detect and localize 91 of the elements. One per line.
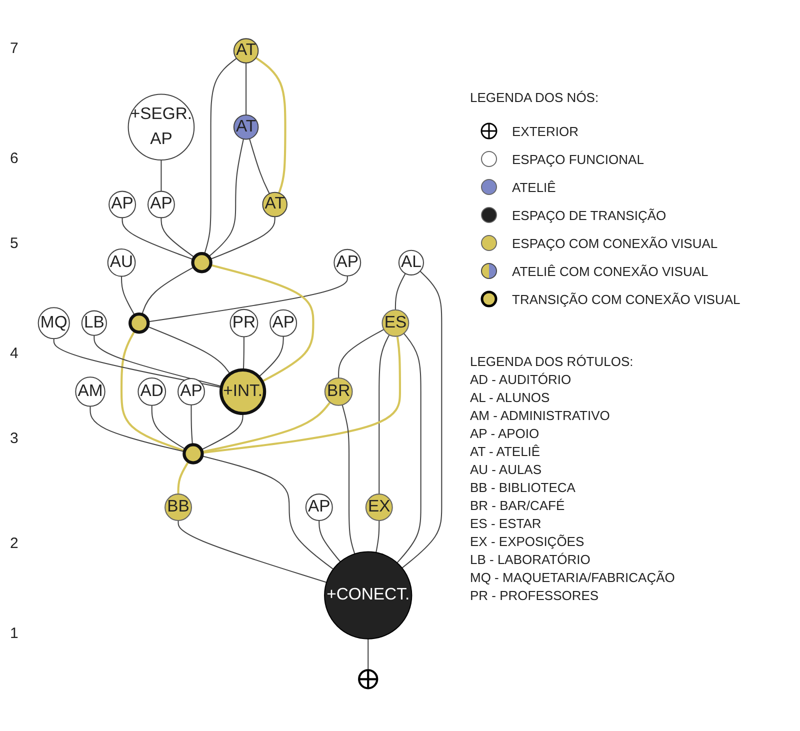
connector (402, 270, 442, 568)
connector (142, 266, 194, 315)
connector (202, 402, 331, 453)
legend-label: EXTERIOR (512, 124, 578, 138)
connector (246, 62, 247, 115)
legend-heading: LEGENDA DOS RÓTULOS: (470, 353, 634, 371)
level-number: 2 (10, 535, 18, 552)
node-circle: AP (108, 190, 136, 218)
node-circle: +CONECT. (324, 551, 412, 640)
node-circle: LB (81, 310, 107, 336)
connector (120, 330, 185, 452)
node-circle (128, 312, 150, 334)
connector (148, 276, 348, 322)
node-circle: BR (324, 378, 353, 406)
abbreviation-entry: ES - ESTAR (470, 515, 542, 533)
node-circle: MQ (38, 307, 70, 340)
connector (396, 333, 422, 564)
node-circle: AT (233, 38, 259, 64)
connector (178, 520, 327, 583)
connector (122, 218, 194, 260)
connector (210, 264, 314, 382)
abbreviation-entry: AU - AULAS (470, 461, 543, 479)
legend-label: ESPAÇO FUNCIONAL (512, 152, 644, 166)
connector (208, 138, 244, 258)
connector (53, 338, 222, 388)
node-circle: AP (305, 494, 333, 521)
node-circle: PR (230, 308, 258, 338)
legend-label: ESPAÇO DE TRANSIÇÃO (512, 208, 666, 222)
connector (378, 334, 390, 494)
legend-heading: LEGENDA DOS NÓS: (470, 90, 600, 105)
connector (147, 326, 231, 374)
connector (160, 160, 162, 192)
connector (258, 336, 284, 378)
node-circle (182, 443, 204, 464)
connector (177, 460, 190, 494)
connector (210, 216, 276, 260)
level-number: 6 (10, 150, 18, 167)
abbreviation-entry: AD - AUDITÓRIO (470, 371, 572, 389)
legend-label: ATELIÊ COM CONEXÃO VISUAL (512, 264, 708, 278)
connector (342, 404, 356, 554)
abbreviation-entry: AL - ALUNOS (470, 389, 551, 407)
abbreviation-entry: AM - ADMINISTRATIVO (470, 407, 611, 425)
connector (376, 520, 380, 553)
abbreviation-entry: LB - LABORATÓRIO (470, 551, 592, 569)
legend-label: TRANSIÇÃO COM CONEXÃO VISUAL (512, 292, 740, 306)
node-circle: AT (262, 192, 288, 218)
connector (368, 638, 369, 670)
level-number: 4 (10, 345, 18, 362)
abbreviation-entry: BB - BIBLIOTECA (470, 479, 576, 497)
connector (160, 218, 195, 258)
level-number: 1 (10, 625, 18, 642)
legend-label: ESPAÇO COM CONEXÃO VISUAL (512, 236, 718, 250)
node-circle: +SEGR. AP (128, 94, 195, 161)
connector (94, 335, 222, 387)
connector (242, 336, 244, 370)
node-circle: EX (365, 494, 393, 521)
node-circle: AP (147, 190, 175, 218)
level-number: 7 (10, 40, 18, 57)
connector (90, 406, 185, 452)
node-circle: AD (138, 378, 166, 406)
connector (121, 276, 136, 316)
connector (204, 58, 237, 254)
node-circle: AL (398, 250, 424, 276)
connector (318, 520, 341, 562)
connector (190, 404, 193, 445)
connector (338, 329, 384, 378)
connector (394, 273, 406, 310)
node-circle: AM (75, 376, 106, 407)
abbreviation-entry: PR - PROFESSORES (470, 587, 600, 605)
node-circle: AP (334, 248, 362, 276)
node-circle: AP (178, 378, 205, 406)
level-number: 3 (10, 430, 18, 447)
abbreviation-entry: AP - APOIO (470, 425, 540, 443)
node-circle (191, 252, 212, 274)
node-circle: +INT. (219, 368, 266, 416)
connector (201, 413, 244, 450)
abbreviation-entry: BR - BAR/CAFÉ (470, 497, 566, 515)
abbreviation-entry: AT - ATELIÊ (470, 443, 542, 461)
connector (202, 336, 402, 454)
node-circle: AP (270, 309, 298, 337)
legend-label: ATELIÊ (512, 180, 556, 194)
node-circle: ES (382, 309, 410, 337)
abbreviation-entry: EX - EXPOSIÇÕES (470, 533, 586, 551)
node-circle: BB (164, 494, 192, 521)
connector (255, 56, 286, 194)
connector (249, 138, 270, 194)
connector (151, 405, 186, 450)
level-number: 5 (10, 235, 18, 252)
abbreviation-entry: MQ - MAQUETARIA/FABRICAÇÃO (470, 569, 676, 587)
node-circle: AT (233, 114, 259, 140)
node-circle: AU (107, 248, 136, 277)
